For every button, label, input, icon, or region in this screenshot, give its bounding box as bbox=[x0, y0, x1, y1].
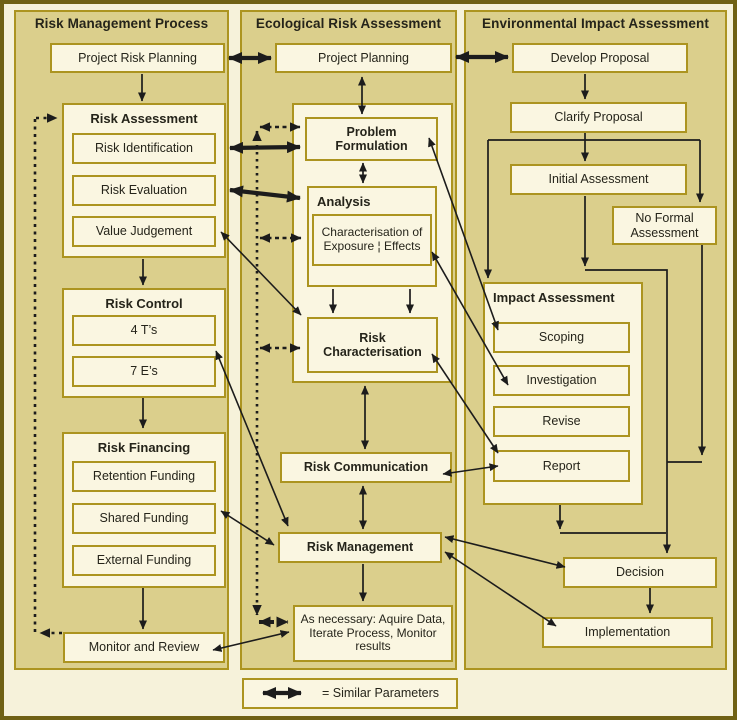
box-project-risk-planning: Project Risk Planning bbox=[50, 43, 225, 73]
box-external-funding: External Funding bbox=[72, 545, 216, 576]
box-scoping: Scoping bbox=[493, 322, 630, 353]
box-monitor-and-review: Monitor and Review bbox=[63, 632, 225, 663]
box-retention-funding: Retention Funding bbox=[72, 461, 216, 492]
panel-title-risk-management: Risk Management Process bbox=[34, 16, 209, 31]
box-shared-funding: Shared Funding bbox=[72, 503, 216, 534]
box-four-ts: 4 T’s bbox=[72, 315, 216, 346]
box-risk-management: Risk Management bbox=[278, 532, 442, 563]
box-risk-characterisation: Risk Characterisation bbox=[307, 317, 438, 373]
panel-title-eia: Environmental Impact Assessment bbox=[482, 16, 709, 31]
box-as-necessary: As necessary: Aquire Data, Iterate Proce… bbox=[293, 605, 453, 662]
title-risk-assessment: Risk Assessment bbox=[90, 111, 198, 126]
box-initial-assessment: Initial Assessment bbox=[510, 164, 687, 195]
box-seven-es: 7 E’s bbox=[72, 356, 216, 387]
box-report: Report bbox=[493, 450, 630, 482]
box-risk-communication: Risk Communication bbox=[280, 452, 452, 483]
box-develop-proposal: Develop Proposal bbox=[512, 43, 688, 73]
box-characterisation-exposure-effects: Characterisation of Exposure ¦ Effects bbox=[312, 214, 432, 266]
panel-title-ecological: Ecological Risk Assessment bbox=[255, 16, 442, 31]
box-project-planning: Project Planning bbox=[275, 43, 452, 73]
box-implementation: Implementation bbox=[542, 617, 713, 648]
title-risk-financing: Risk Financing bbox=[97, 440, 191, 455]
box-risk-identification: Risk Identification bbox=[72, 133, 216, 164]
box-problem-formulation: Problem Formulation bbox=[305, 117, 438, 161]
box-value-judgement: Value Judgement bbox=[72, 216, 216, 247]
box-risk-evaluation: Risk Evaluation bbox=[72, 175, 216, 206]
box-investigation: Investigation bbox=[493, 365, 630, 396]
box-revise: Revise bbox=[493, 406, 630, 437]
legend-similar-parameters: = Similar Parameters bbox=[242, 678, 458, 709]
box-decision: Decision bbox=[563, 557, 717, 588]
title-analysis: Analysis bbox=[317, 194, 371, 209]
box-clarify-proposal: Clarify Proposal bbox=[510, 102, 687, 133]
title-risk-control: Risk Control bbox=[105, 296, 183, 311]
title-impact-assessment: Impact Assessment bbox=[493, 290, 615, 305]
box-no-formal-assessment: No Formal Assessment bbox=[612, 206, 717, 245]
